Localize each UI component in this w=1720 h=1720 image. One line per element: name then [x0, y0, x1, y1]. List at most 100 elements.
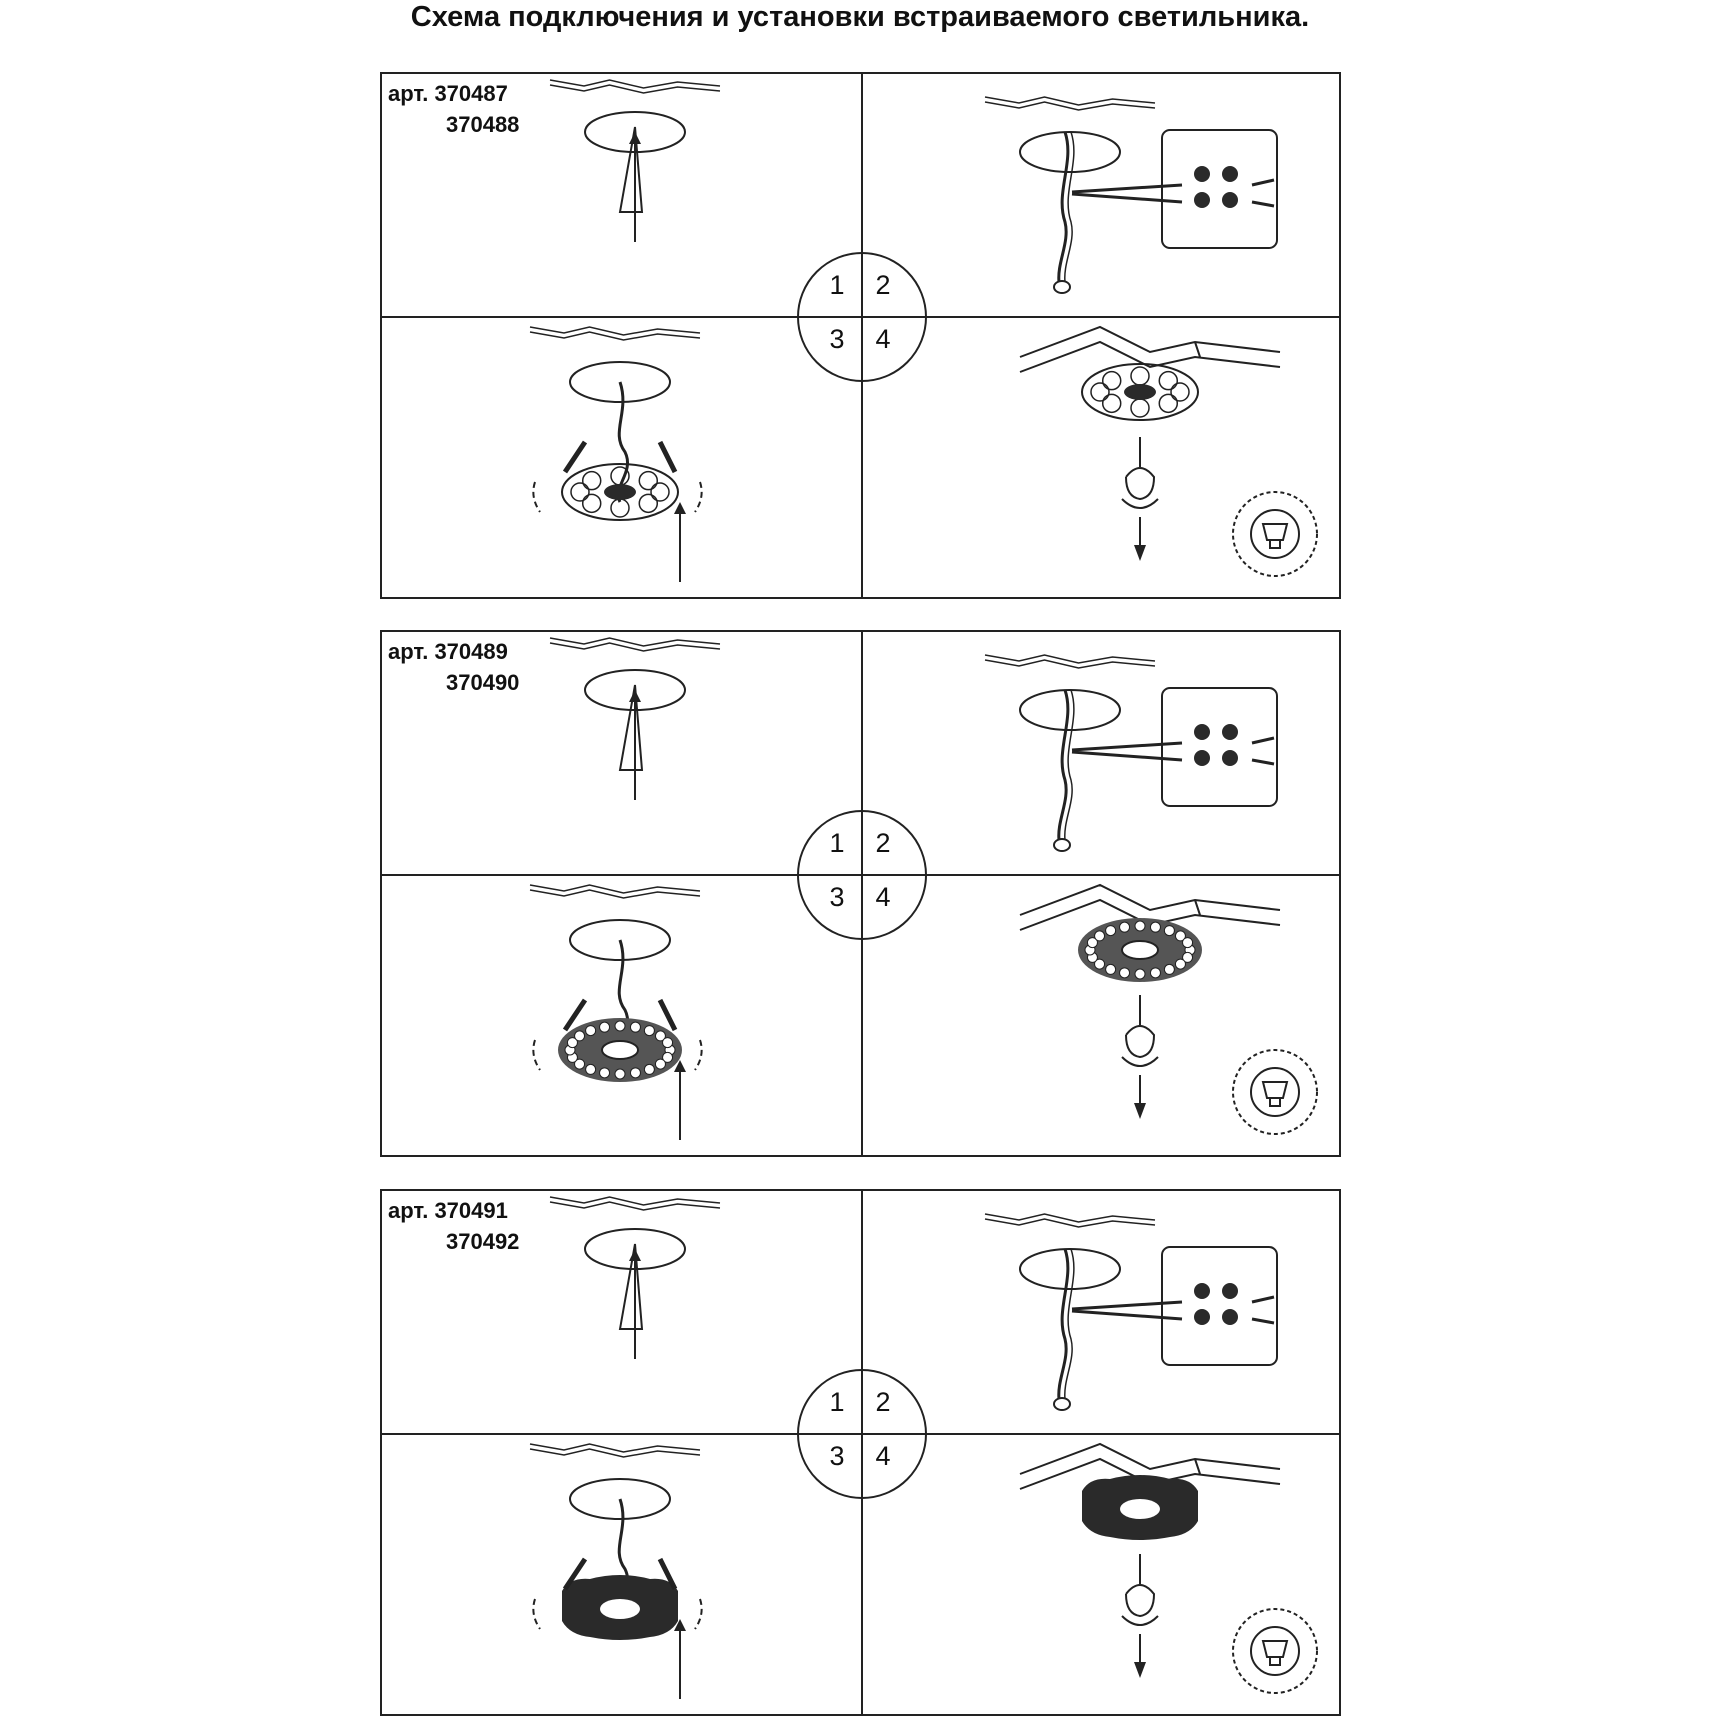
spring-arm: [562, 440, 678, 474]
article-number-1: арт. 370491: [388, 1198, 508, 1223]
crystal: [1149, 921, 1161, 933]
cable-end: [1053, 280, 1071, 294]
step-number-2: 2: [875, 270, 891, 300]
ornament: [1101, 370, 1122, 391]
terminal-block-icon: [1071, 1246, 1278, 1366]
ceiling-icon: [984, 96, 1156, 111]
step-number-1: 1: [829, 828, 845, 858]
luminaire-center: [1121, 940, 1159, 960]
crystal: [1163, 963, 1175, 975]
luminaire-center: [601, 1040, 639, 1060]
luminaire-icon: [558, 1018, 682, 1082]
ceiling-icon: [549, 1196, 721, 1211]
terminal-screw: [1222, 750, 1238, 766]
spring-clip-icon: [1121, 437, 1159, 561]
luminaire-icon: [1078, 918, 1202, 982]
badge-inner: [1250, 509, 1300, 559]
cable-line-2: [1064, 689, 1075, 841]
terminal-block-icon: [1071, 129, 1278, 249]
cable-line-2: [1064, 131, 1075, 283]
article-label: арт. 370491 370492: [388, 1195, 519, 1257]
luminaire-center: [1124, 384, 1156, 400]
luminaire-rim: [561, 463, 679, 521]
crystal: [1174, 930, 1186, 942]
ceiling-icon: [529, 884, 701, 899]
luminaire-rim: [1081, 363, 1199, 421]
arrow-head: [629, 132, 641, 144]
ornament: [610, 466, 630, 486]
step-number-4: 4: [875, 882, 891, 912]
crystal: [1149, 967, 1161, 979]
crystal: [643, 1025, 655, 1037]
step-3-diagram: [529, 1443, 703, 1699]
bulb-shape: [1261, 523, 1289, 549]
ceiling-hole: [1019, 131, 1121, 173]
arrow-head: [1134, 545, 1146, 561]
step-4-diagram: [1019, 325, 1318, 577]
crystal: [566, 1037, 578, 1049]
arrow-head: [674, 502, 686, 514]
terminal-screw: [1222, 192, 1238, 208]
crystal: [1094, 930, 1106, 942]
panel-diagram: [380, 1189, 1341, 1716]
ceiling-hole: [1019, 1248, 1121, 1290]
ceiling-icon: [529, 1443, 701, 1458]
page-title: Схема подключения и установки встраиваем…: [410, 1, 1310, 33]
terminal-screw: [1194, 750, 1210, 766]
install-panel-3: арт. 370491 370492 1 2 3 4: [380, 1189, 1341, 1716]
spring-clip-icon: [1121, 1554, 1159, 1678]
crystal: [574, 1030, 586, 1042]
crystal: [585, 1063, 597, 1075]
step-2-diagram: [984, 96, 1278, 294]
spring-motion: [532, 481, 703, 513]
ceiling-edge: [529, 884, 701, 899]
cutting-blade: [618, 1243, 644, 1330]
article-number-2: 370488: [446, 112, 520, 137]
junction-box: [1161, 1246, 1278, 1366]
article-number-2: 370492: [446, 1229, 520, 1254]
step-2-diagram: [984, 1213, 1278, 1411]
arrow-head: [1134, 1103, 1146, 1119]
step-number-2: 2: [875, 1387, 891, 1417]
ceiling-hole: [569, 361, 671, 403]
step-1-diagram: [549, 79, 721, 242]
spring-arm: [562, 1557, 678, 1591]
panel-frame: [380, 630, 1341, 1157]
step-3-diagram: [529, 884, 703, 1140]
ornament: [1130, 366, 1150, 386]
crystal: [574, 1058, 586, 1070]
badge-ring: [1232, 1049, 1318, 1135]
panel-frame: [380, 72, 1341, 599]
ceiling-icon: [984, 1213, 1156, 1228]
step-2-diagram: [984, 654, 1278, 852]
arrow-head: [1134, 1662, 1146, 1678]
ornament: [1158, 370, 1179, 391]
ceiling-edge: [549, 79, 721, 94]
arrow-up-icon: [674, 502, 686, 582]
ornament: [581, 493, 602, 514]
clip-shape: [1121, 995, 1159, 1115]
ornament: [1158, 393, 1179, 414]
arrow-up-icon: [629, 1249, 641, 1359]
cutting-blade: [618, 684, 644, 771]
ceiling-edge: [529, 1443, 701, 1458]
wire: [1071, 736, 1275, 766]
ceiling-edge: [984, 654, 1156, 669]
crystal: [599, 1021, 611, 1033]
ornament: [581, 470, 602, 491]
luminaire-center: [604, 484, 636, 500]
ceiling-icon: [984, 654, 1156, 669]
step-number-1: 1: [829, 1387, 845, 1417]
spring-clip-icon: [1121, 995, 1159, 1119]
ceiling-edge: [984, 96, 1156, 111]
ornament: [570, 482, 590, 502]
panel-diagram: [380, 72, 1341, 599]
terminal-screw: [1194, 166, 1210, 182]
ceiling-icon: [549, 79, 721, 94]
step-number-3: 3: [829, 1441, 845, 1471]
junction-box: [1161, 687, 1278, 807]
bulb-shape: [1261, 1081, 1289, 1107]
step-3-diagram: [529, 326, 703, 582]
ceiling-edge: [1019, 325, 1281, 373]
terminal-screw: [1222, 1309, 1238, 1325]
